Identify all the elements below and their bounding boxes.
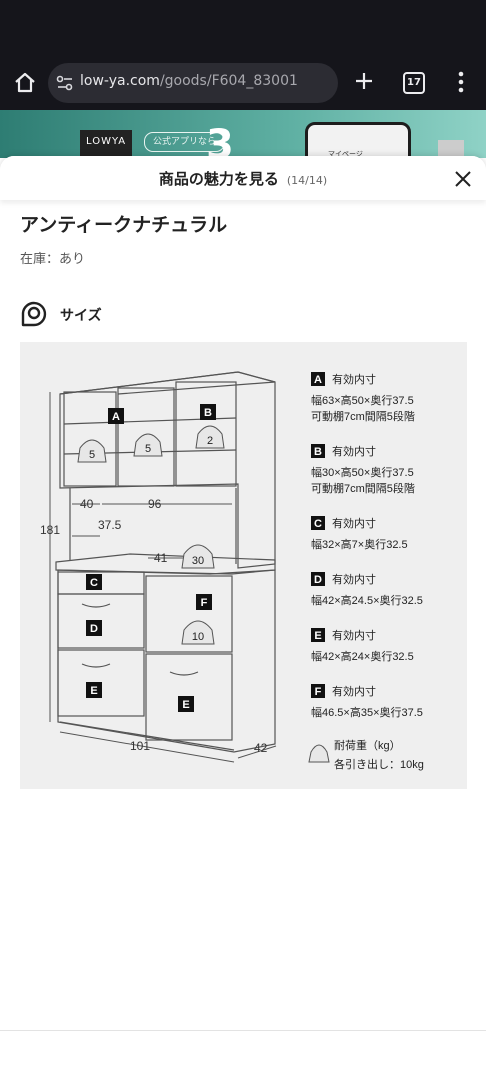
- dim-upper-width: 96: [148, 497, 162, 511]
- open-shelf-f: [145, 575, 233, 653]
- drawer-d: [57, 593, 145, 649]
- brand-logo: LOWYA: [80, 130, 132, 158]
- legend-e-line1: 幅42×高24×奥行32.5: [311, 649, 414, 663]
- address-bar[interactable]: low-ya.com/goods/F604_83001: [48, 63, 338, 103]
- legend-a-line2: 可動棚7cm間隔5段階: [311, 409, 415, 423]
- load-a-2: 5: [145, 443, 151, 455]
- banner-background: [0, 110, 486, 158]
- banner-phone-image: マイページ: [305, 122, 411, 158]
- zone-c-label: C: [90, 577, 98, 589]
- brand-logo-text: LOWYA: [86, 136, 127, 147]
- banner-close-area[interactable]: [438, 140, 464, 158]
- legend-e-key: E: [314, 630, 321, 642]
- legend-a-title: 有効内寸: [332, 372, 376, 386]
- dim-width: 101: [130, 739, 150, 753]
- load-f: 10: [192, 631, 204, 643]
- stock-status: 在庫：あり: [20, 252, 86, 267]
- size-legend: A 有効内寸 幅63×高50×奥行37.5 可動棚7cm間隔5段階 B 有効内寸…: [308, 372, 424, 771]
- legend-d-key: D: [314, 574, 322, 586]
- url-text: low-ya.com/goods/F604_83001: [80, 73, 298, 89]
- legend-b-line1: 幅30×高50×奥行37.5: [311, 465, 414, 479]
- sheet-title-text: 商品の魅力を見る: [158, 170, 279, 188]
- zone-e-right-label: E: [182, 699, 189, 711]
- banner-number: 3: [206, 122, 234, 158]
- legend-b-line2: 可動棚7cm間隔5段階: [311, 481, 415, 495]
- tape-measure-icon: [21, 301, 47, 327]
- sheet-counter: (14/14): [286, 174, 328, 187]
- dim-upper-inset: 40: [80, 497, 94, 511]
- load-counter: 30: [192, 555, 204, 567]
- new-tab-icon[interactable]: [352, 69, 376, 93]
- legend-f-line1: 幅46.5×高35×奥行37.5: [311, 705, 423, 719]
- legend-c-key: C: [314, 518, 322, 530]
- legend-b-title: 有効内寸: [332, 444, 376, 458]
- zone-d-label: D: [90, 623, 98, 635]
- cupboard-diagram: 181 101 42 40 96 37.5 41 5 5 2 30 10 A B…: [40, 371, 424, 771]
- close-icon[interactable]: [452, 168, 474, 190]
- legend-c-line1: 幅32×高7×奥行32.5: [311, 537, 408, 551]
- product-name: アンティークナチュラル: [20, 214, 228, 236]
- browser-toolbar: low-ya.com/goods/F604_83001 17: [0, 58, 486, 110]
- zone-a-label: A: [112, 411, 120, 423]
- drawer-e-right: [145, 653, 233, 741]
- legend-a-key: A: [314, 374, 322, 386]
- app-promo-banner[interactable]: LOWYA 公式アプリなら 3 マイページ: [0, 110, 486, 158]
- lower-cabinet-outline: [57, 569, 276, 753]
- upper-cabinet-outline: [59, 371, 276, 569]
- glass-door-1: [63, 391, 117, 487]
- url-host: low-ya.com: [80, 73, 160, 89]
- zone-b-label: B: [204, 407, 212, 419]
- site-settings-icon[interactable]: [56, 75, 74, 91]
- sheet-title: 商品の魅力を見る (14/14): [0, 168, 486, 189]
- glass-door-2: [117, 387, 175, 487]
- legend-e-title: 有効内寸: [332, 628, 376, 642]
- banner-phone-text: マイページ: [328, 150, 363, 158]
- url-path: /goods/F604_83001: [159, 73, 298, 89]
- dim-height: 181: [40, 523, 60, 537]
- bottom-divider: [0, 1030, 486, 1031]
- sheet-header: 商品の魅力を見る (14/14): [0, 156, 486, 200]
- load-title: 耐荷重（kg）: [334, 738, 401, 752]
- load-note: 各引き出し：10kg: [334, 757, 424, 771]
- legend-f-key: F: [315, 686, 322, 698]
- load-a-1: 5: [89, 449, 95, 461]
- dim-depth: 42: [254, 741, 268, 755]
- load-b: 2: [207, 435, 213, 447]
- weight-icon: [308, 744, 330, 763]
- home-icon[interactable]: [12, 70, 38, 96]
- legend-f-title: 有効内寸: [332, 684, 376, 698]
- upper-top-face: [59, 371, 276, 395]
- legend-c-title: 有効内寸: [332, 516, 376, 530]
- legend-a-line1: 幅63×高50×奥行37.5: [311, 393, 414, 407]
- size-figure: 181 101 42 40 96 37.5 41 5 5 2 30 10 A B…: [20, 342, 467, 789]
- zone-f-label: F: [201, 597, 208, 609]
- glass-door-3: [175, 381, 237, 487]
- tab-switcher-button[interactable]: 17: [403, 72, 425, 94]
- drawer-e-left: [57, 649, 145, 717]
- dim-counter-depth: 41: [154, 551, 168, 565]
- status-bar: [0, 0, 486, 58]
- banner-tag: 公式アプリなら: [144, 132, 226, 152]
- size-section-label: サイズ: [60, 308, 102, 324]
- more-menu-icon[interactable]: [458, 70, 464, 94]
- legend-d-title: 有効内寸: [332, 572, 376, 586]
- legend-b-key: B: [314, 446, 322, 458]
- zone-e-left-label: E: [90, 685, 97, 697]
- feature-sheet: 商品の魅力を見る (14/14) アンティークナチュラル 在庫：あり サイズ: [0, 156, 486, 1080]
- legend-d-line1: 幅42×高24.5×奥行32.5: [311, 593, 423, 607]
- dim-counter-inset: 37.5: [98, 518, 122, 532]
